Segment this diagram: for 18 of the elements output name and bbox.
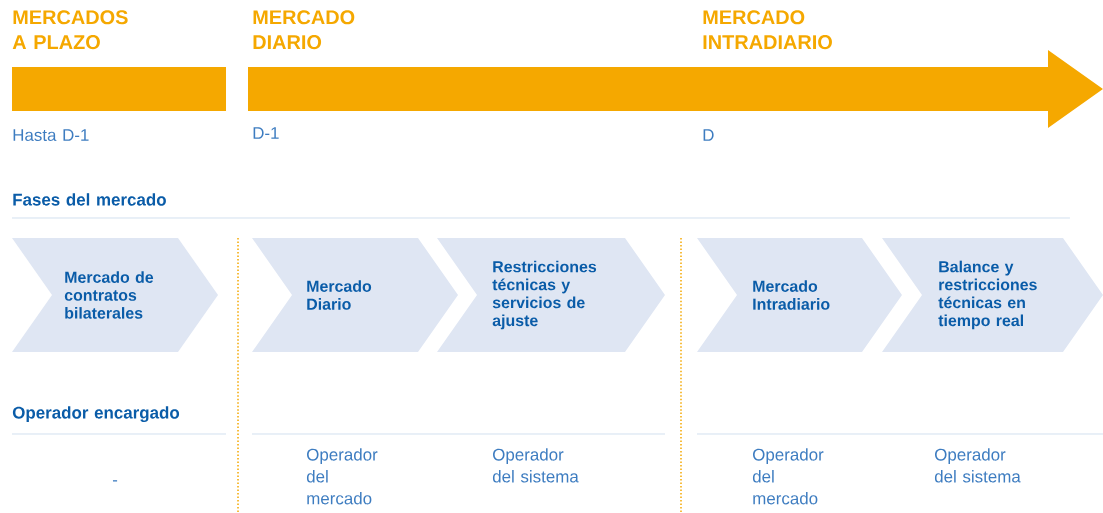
process-step: Mercado Diario — [252, 238, 458, 352]
process-step: Balance y restricciones técnicas en tiempo real — [882, 238, 1103, 352]
operator-label: Operador del sistema — [492, 448, 579, 483]
date-label: D-1 — [253, 127, 279, 139]
date-label: Hasta D-1 — [13, 129, 89, 141]
market-heading: MERCADO INTRADIARIO — [703, 10, 832, 50]
section-heading: Operador encargado — [12, 406, 180, 423]
process-step: Restricciones técnicas y servicios de ajuste — [437, 238, 665, 352]
operator-label: Operador del mercado — [306, 448, 378, 505]
operator-label: Operador del sistema — [934, 448, 1021, 483]
market-heading: MERCADOS A PLAZO — [12, 10, 128, 50]
process-step: Mercado Intradiario — [697, 238, 902, 352]
section-heading: Fases del mercado — [13, 193, 166, 206]
date-label: D — [703, 129, 714, 141]
operator-label: Operador del mercado — [752, 448, 824, 505]
process-step: Mercado de contratos bilaterales — [12, 238, 218, 352]
market-heading: MERCADO DIARIO — [253, 10, 355, 50]
operator-label: - — [112, 480, 118, 482]
